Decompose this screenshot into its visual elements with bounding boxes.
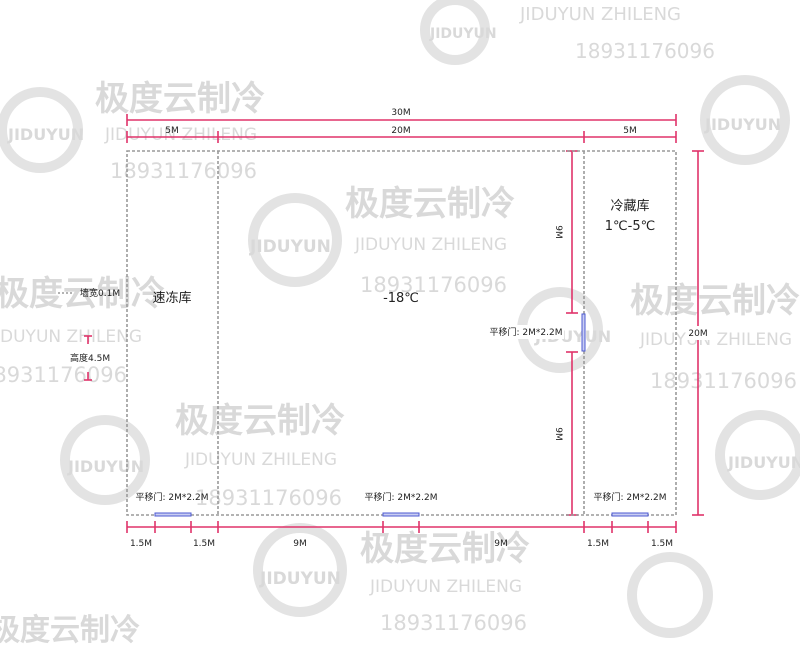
watermark-logo-ring bbox=[60, 415, 150, 505]
dim-bottom-f-label: 1.5M bbox=[651, 539, 673, 549]
watermark-pinyin: JIDUYUN ZHILENG bbox=[184, 450, 337, 470]
watermark-pinyin: JIDUYUN ZHILENG bbox=[354, 235, 507, 255]
watermark-block-10: 极度云制冷 bbox=[0, 552, 713, 645]
dim-right-width-label: 5M bbox=[623, 126, 637, 136]
door-right-label: 平移门: 2M*2.2M bbox=[594, 491, 667, 503]
watermark-pinyin: JIDUYUN ZHILENG bbox=[519, 4, 681, 25]
watermark-block-6: JIDUYUN 极度云制冷 JIDUYUN ZHILENG 1893117609… bbox=[517, 281, 800, 393]
door-left-label: 平移门: 2M*2.2M bbox=[136, 491, 209, 503]
dim-label-bg bbox=[686, 326, 710, 340]
dim-bottom-b-label: 1.5M bbox=[193, 539, 215, 549]
dim-left-width-label: 5M bbox=[165, 126, 179, 136]
doors bbox=[154, 313, 649, 517]
watermark-logo-ring bbox=[700, 75, 790, 165]
watermark-logo: JIDUYUN bbox=[259, 569, 341, 589]
bottom-dimensions: 1.5M 1.5M 9M 9M 1.5M 1.5M bbox=[126, 521, 677, 549]
legend: 墙宽0.1M 高度4.5M bbox=[58, 287, 120, 381]
watermark-phone: 18931176096 bbox=[110, 159, 257, 183]
dim-lower-label: 9M bbox=[553, 427, 563, 441]
door-partition bbox=[581, 313, 586, 352]
watermark-phone: 18931176096 bbox=[380, 611, 527, 635]
dim-bottom-c-label: 9M bbox=[293, 539, 307, 549]
legend-height-symbol bbox=[84, 335, 92, 381]
room-cold-storage-name: 冷藏库 bbox=[610, 198, 649, 214]
watermark-brand: 极度云制冷 bbox=[630, 281, 800, 321]
watermark-block-3: JIDUYUN 极度云制冷 JIDUYUN ZHILENG 1893117609… bbox=[248, 184, 515, 297]
watermark-brand: 极度云制冷 bbox=[95, 79, 265, 119]
watermark-logo: JIDUYUN bbox=[429, 26, 497, 42]
door-partition-label: 平移门: 2M*2.2M bbox=[490, 326, 563, 338]
watermark-pinyin: JIDUYUN ZHILENG bbox=[369, 577, 522, 597]
dim-bottom-d-label: 9M bbox=[494, 539, 508, 549]
watermark-logo: JIDUYUN bbox=[249, 237, 331, 257]
watermark-block-7: JIDUYUN 极度云制冷 JIDUYUN ZHILENG 1893117609… bbox=[60, 401, 345, 510]
watermark-logo-ring bbox=[248, 193, 342, 287]
door-right bbox=[611, 512, 649, 517]
door-middle bbox=[382, 512, 420, 517]
legend-wall-label: 墙宽0.1M bbox=[80, 287, 120, 299]
room-labels: 速冻库 -18℃ 冷藏库 1℃-5℃ bbox=[152, 198, 655, 306]
watermark-brand: 极度云制冷 bbox=[175, 401, 345, 441]
watermark-logo-ring bbox=[253, 523, 347, 617]
door-label-bg bbox=[488, 325, 564, 339]
watermark-block-1: JIDUYUN JIDUYUN ZHILENG 18931176096 bbox=[420, 0, 715, 65]
watermark-phone: 18931176096 bbox=[0, 363, 127, 387]
watermark-block-2: JIDUYUN 极度云制冷 JIDUYUN ZHILENG 1893117609… bbox=[0, 79, 265, 183]
watermark-logo: JIDUYUN bbox=[67, 457, 144, 476]
watermark-brand: 极度云制冷 bbox=[0, 613, 140, 645]
watermark-block-8: JIDUYUN bbox=[715, 410, 800, 500]
watermark-logo: JIDUYUN bbox=[704, 115, 781, 134]
legend-height-label: 高度4.5M bbox=[70, 352, 110, 364]
watermark-logo-ring bbox=[0, 87, 83, 173]
partition-dimension: 9M 9M bbox=[553, 150, 578, 516]
watermark-brand: 极度云制冷 bbox=[360, 529, 530, 569]
watermark-brand: 极度云制冷 bbox=[0, 274, 165, 314]
dim-total-depth-label: 20M bbox=[688, 329, 707, 339]
watermark-pinyin: JIDUYUN ZHILENG bbox=[0, 327, 142, 347]
watermark-phone: 18931176096 bbox=[360, 273, 507, 297]
watermark-logo-ring bbox=[715, 410, 800, 500]
dim-upper-label: 9M bbox=[553, 225, 563, 239]
watermark-logo: JIDUYUN bbox=[727, 453, 800, 472]
room-freezer-temp: -18℃ bbox=[383, 291, 419, 306]
door-labels: 平移门: 2M*2.2M 平移门: 2M*2.2M 平移门: 2M*2.2M 平… bbox=[136, 325, 667, 503]
watermark-phone: 18931176096 bbox=[650, 369, 797, 393]
watermark-brand: 极度云制冷 bbox=[345, 184, 515, 224]
watermark-phone: 18931176096 bbox=[195, 486, 342, 510]
watermark-block-5: 极度云制冷 JIDUYUN ZHILENG 18931176096 bbox=[0, 274, 165, 387]
watermark-block-9: JIDUYUN 极度云制冷 JIDUYUN ZHILENG 1893117609… bbox=[253, 523, 530, 635]
dim-bottom-e-label: 1.5M bbox=[587, 539, 609, 549]
right-dimension: 20M bbox=[686, 150, 710, 516]
room-cold-storage-temp: 1℃-5℃ bbox=[605, 219, 655, 234]
dim-total-width-label: 30M bbox=[391, 108, 410, 118]
door-left bbox=[154, 512, 192, 517]
watermark-logo-ring bbox=[627, 552, 713, 638]
dim-bottom-a-label: 1.5M bbox=[130, 539, 152, 549]
watermark-pinyin: JIDUYUN ZHILENG bbox=[639, 330, 792, 350]
top-dimensions: 30M 5M 20M 5M bbox=[126, 108, 677, 143]
room-quick-freeze-name: 速冻库 bbox=[152, 290, 191, 306]
dim-middle-width-label: 20M bbox=[391, 126, 410, 136]
watermark-block-4: JIDUYUN bbox=[700, 75, 790, 165]
door-middle-label: 平移门: 2M*2.2M bbox=[365, 491, 438, 503]
watermark-logo-ring bbox=[420, 0, 490, 65]
watermark-phone: 18931176096 bbox=[575, 39, 715, 63]
watermark-logo: JIDUYUN bbox=[7, 125, 84, 144]
